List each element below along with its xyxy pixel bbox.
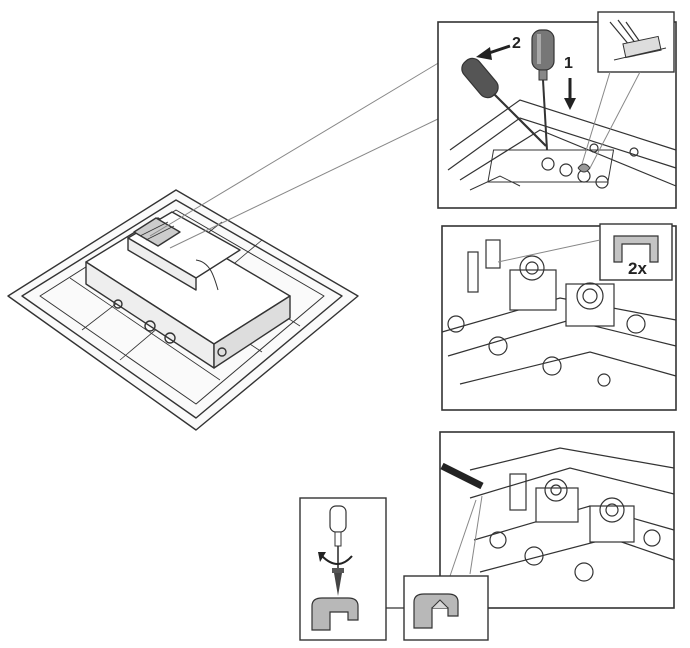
inset-cable-connectors (597, 11, 675, 73)
detail-panel-release: 2 1 (437, 11, 677, 209)
clip-icon (613, 235, 659, 263)
clip-icon (413, 593, 459, 629)
screwdriver-icon (461, 57, 547, 147)
clip-icon (311, 597, 359, 631)
leader-lines (149, 61, 441, 249)
quantity-label: 2x (628, 259, 647, 278)
screwdriver-icon (329, 505, 347, 568)
inset-clip-closeup (403, 575, 489, 641)
step-2-label: 2 (512, 35, 521, 52)
inset-screw-clip (299, 497, 387, 641)
detail-panel-reinstall (439, 431, 675, 609)
screwdriver-icon (531, 29, 555, 151)
hob-underside-illustration (7, 189, 359, 431)
step-1-label: 1 (564, 55, 573, 72)
inset-clip-quantity: 2x (599, 223, 673, 281)
rotate-arrow-icon (321, 555, 353, 565)
detail-panel-clips: 2x (441, 223, 677, 411)
step-arrow (476, 44, 511, 60)
step-arrow (564, 78, 576, 110)
screw-icon (332, 568, 344, 596)
